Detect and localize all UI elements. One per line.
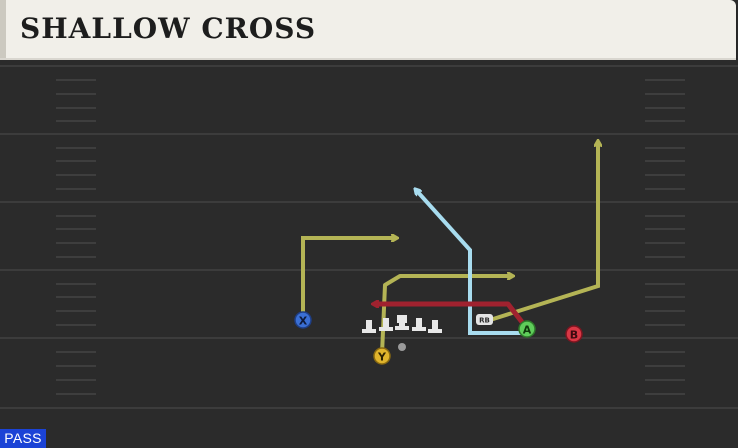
hash-marks-left	[56, 79, 96, 395]
lineman-icon	[412, 318, 426, 331]
route-a	[489, 142, 598, 322]
player-x: X	[294, 311, 312, 329]
lineman-icon	[379, 318, 393, 331]
field-surface	[0, 60, 738, 448]
center-icon	[395, 315, 409, 330]
player-x-label: X	[299, 315, 308, 328]
route-rb	[416, 190, 527, 335]
lineman-icon	[362, 320, 376, 333]
route-x	[301, 238, 396, 318]
lineman-icon	[428, 320, 442, 333]
rb-marker: RB	[476, 314, 493, 325]
play-title: SHALLOW CROSS	[20, 12, 317, 45]
hash-marks-right	[645, 79, 685, 395]
play-type-badge: PASS	[0, 429, 46, 448]
play-diagram: RB X Y A B	[0, 60, 738, 448]
route-b	[374, 304, 524, 324]
player-y-label: Y	[377, 351, 387, 364]
quarterback-marker	[398, 343, 406, 351]
player-a-label: A	[523, 324, 532, 337]
player-y: Y	[373, 347, 391, 365]
play-title-bar: SHALLOW CROSS	[0, 0, 736, 60]
offensive-line	[362, 315, 442, 333]
title-accent	[0, 0, 6, 58]
yard-lines	[0, 65, 738, 409]
player-b: B	[565, 325, 583, 343]
rb-label: RB	[479, 317, 490, 325]
player-a: A	[518, 320, 536, 338]
player-b-label: B	[570, 329, 578, 342]
